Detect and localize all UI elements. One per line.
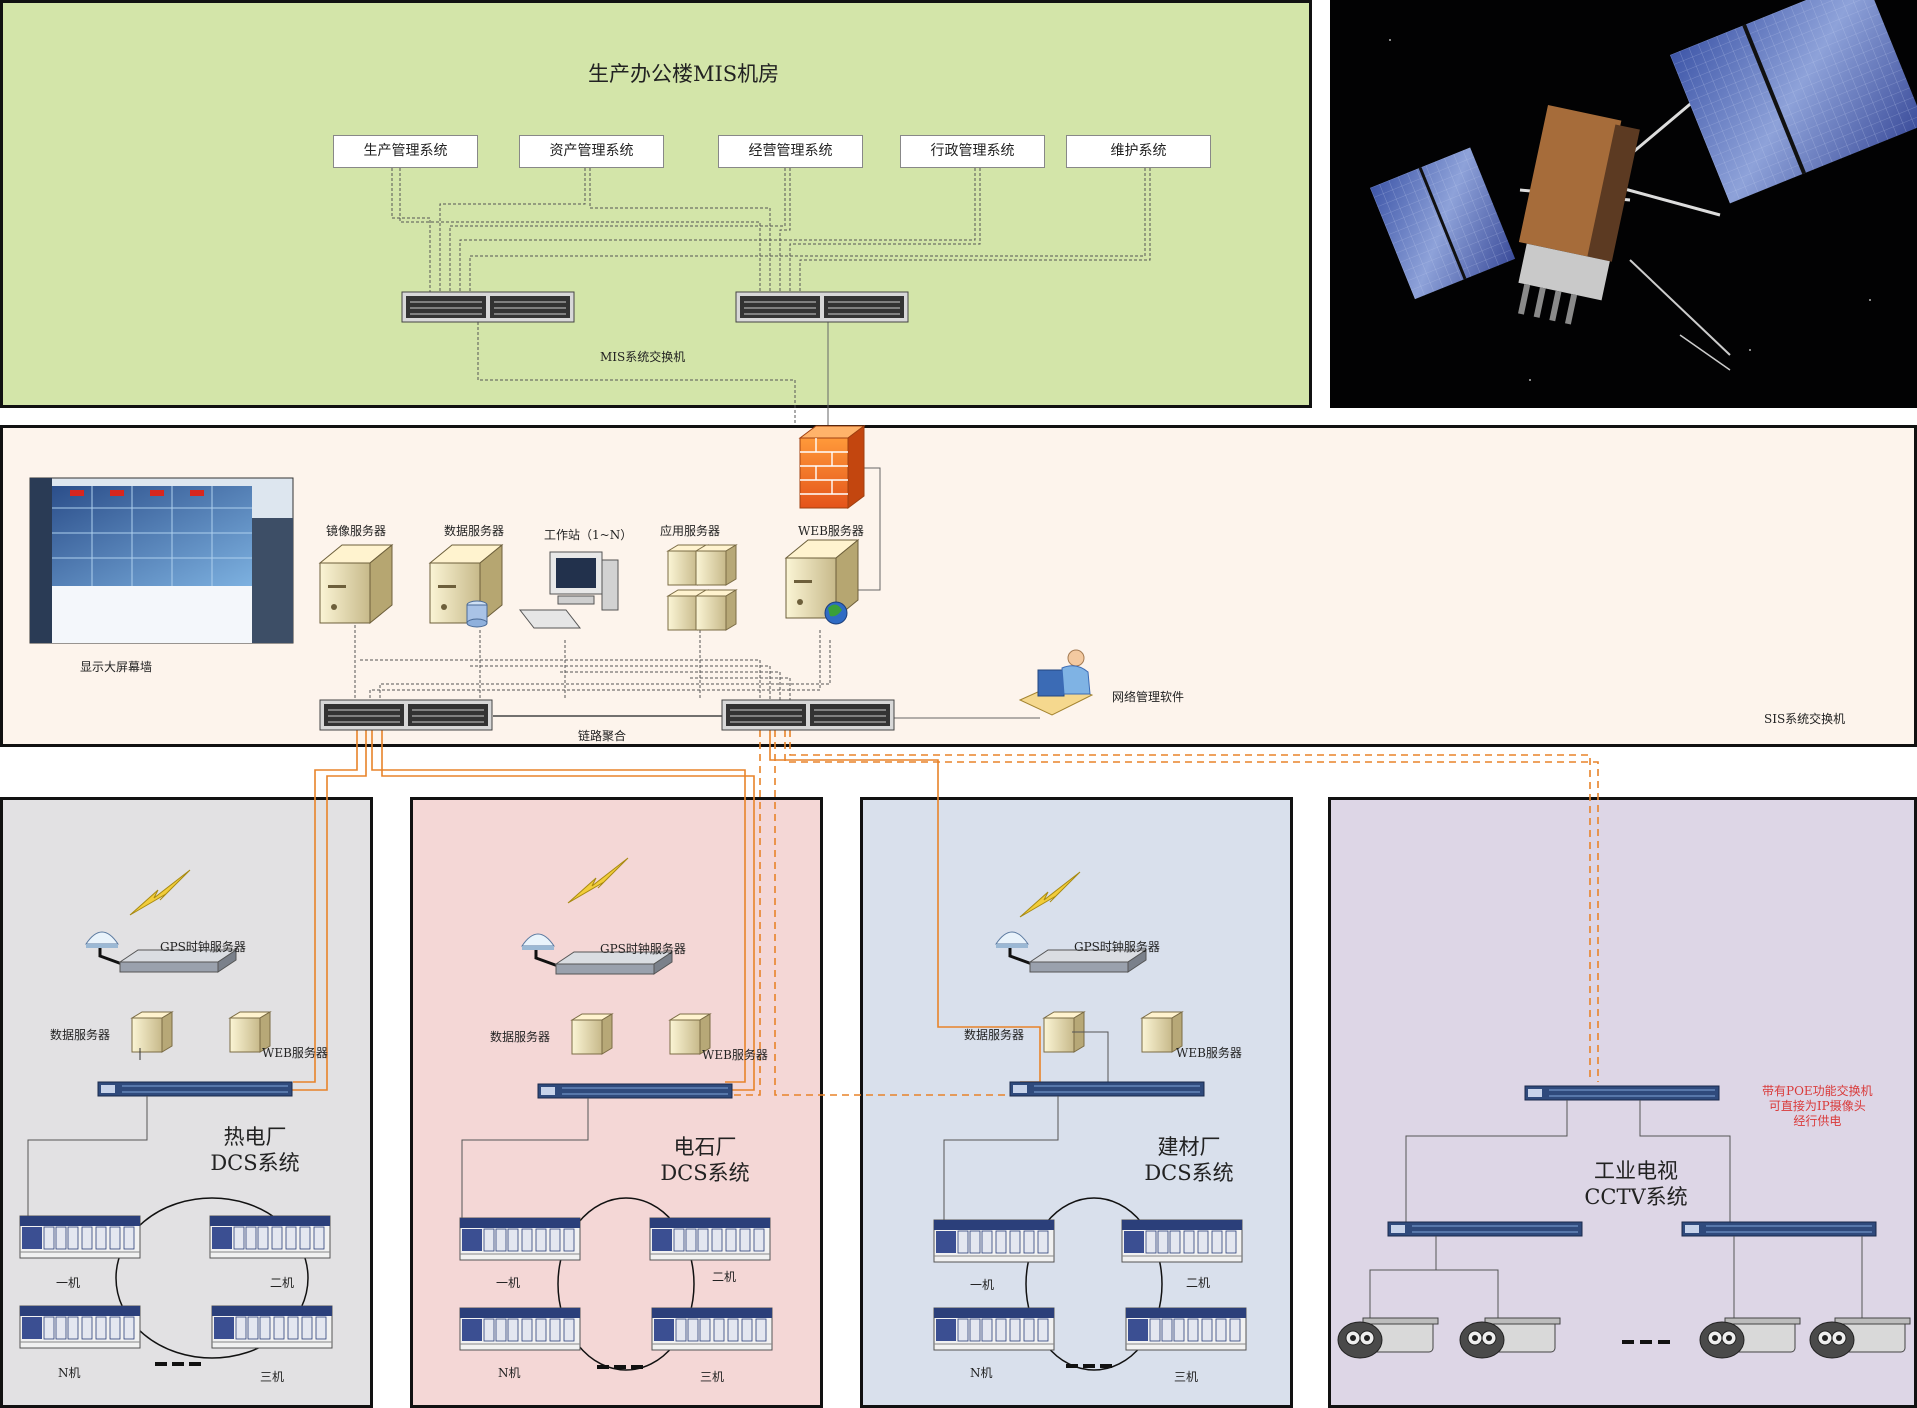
- data-server-label: 数据服务器: [444, 524, 505, 538]
- cctv-devices: [1337, 1085, 1911, 1359]
- system-asset-mgmt[interactable]: 资产管理系统: [519, 135, 664, 168]
- sis-switch-1: [319, 699, 493, 731]
- sis-switch-2: [721, 699, 895, 731]
- system-admin-mgmt[interactable]: 行政管理系统: [900, 135, 1045, 168]
- plant-material-devices: [933, 871, 1247, 1371]
- unit-label: 三机: [700, 1370, 725, 1384]
- system-production-mgmt[interactable]: 生产管理系统: [333, 135, 478, 168]
- web-server-label: WEB服务器: [798, 524, 864, 538]
- mis-switch-label: MIS系统交换机: [600, 350, 686, 364]
- unit-label: 二机: [712, 1270, 737, 1284]
- workstation-icon: [518, 551, 619, 629]
- mis-room-panel: [0, 0, 1312, 408]
- satellite-image: [1330, 0, 1917, 408]
- gps-server-label: GPS时钟服务器: [1074, 940, 1160, 954]
- plant-panel-material: [860, 797, 1293, 1408]
- unit-label: N机: [970, 1366, 993, 1380]
- data-server-label: 数据服务器: [50, 1028, 111, 1042]
- system-maintenance[interactable]: 维护系统: [1066, 135, 1211, 168]
- app-server-label: 应用服务器: [660, 524, 721, 538]
- firewall-icon: [798, 425, 866, 509]
- data-server-label: 数据服务器: [490, 1030, 551, 1044]
- unit-label: 一机: [970, 1278, 995, 1292]
- mirror-server-icon: [319, 544, 393, 624]
- cctv-panel: [1328, 797, 1917, 1408]
- link-aggregation-label: 链路聚合: [578, 729, 627, 743]
- unit-label: 一机: [56, 1276, 81, 1290]
- video-wall-image: [29, 477, 294, 644]
- unit-label: N机: [58, 1366, 81, 1380]
- sis-switch-label: SIS系统交换机: [1764, 712, 1846, 726]
- system-business-mgmt[interactable]: 经营管理系统: [718, 135, 863, 168]
- poe-note: 带有POE功能交换机可直接为IP摄像头经行供电: [1762, 1084, 1873, 1128]
- web-server-label: WEB服务器: [1176, 1046, 1242, 1060]
- unit-label: 三机: [260, 1370, 285, 1384]
- data-server-label: 数据服务器: [964, 1028, 1025, 1042]
- web-server-icon: [785, 539, 859, 625]
- gps-server-label: GPS时钟服务器: [600, 942, 686, 956]
- plant-thermal-devices: [19, 869, 333, 1366]
- web-server-label: WEB服务器: [262, 1046, 328, 1060]
- unit-label: N机: [498, 1366, 521, 1380]
- web-server-label: WEB服务器: [702, 1048, 768, 1062]
- mis-switch-1: [401, 291, 575, 323]
- mis-switch-2: [735, 291, 909, 323]
- unit-label: 一机: [496, 1276, 521, 1290]
- plant-carbide-devices: [459, 857, 773, 1371]
- network-admin-icon: [1018, 649, 1094, 716]
- network-mgmt-label: 网络管理软件: [1112, 690, 1185, 704]
- data-server-icon: [429, 544, 503, 628]
- unit-label: 三机: [1174, 1370, 1199, 1384]
- mis-room-title: 生产办公楼MIS机房: [588, 62, 780, 86]
- app-server-icon: [667, 544, 737, 631]
- workstation-label: 工作站（1~N）: [544, 528, 633, 542]
- gps-server-label: GPS时钟服务器: [160, 940, 246, 954]
- unit-label: 二机: [270, 1276, 295, 1290]
- unit-label: 二机: [1186, 1276, 1211, 1290]
- video-wall-label: 显示大屏幕墙: [80, 660, 153, 674]
- mirror-server-label: 镜像服务器: [326, 524, 387, 538]
